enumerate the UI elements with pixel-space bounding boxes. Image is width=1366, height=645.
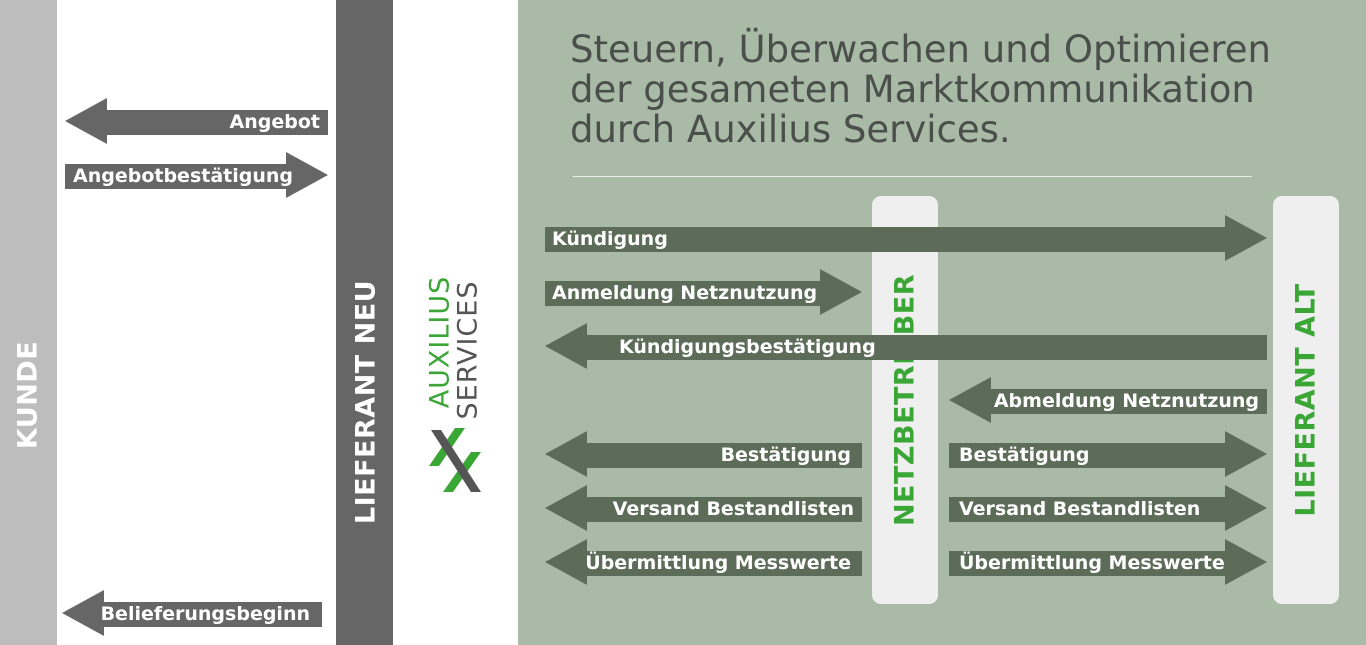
arrow-abmeldung-netznutzung: Abmeldung Netznutzung [949, 377, 1267, 423]
arrow-belieferungsbeginn-label: Belieferungsbeginn [100, 603, 310, 625]
arrow-angebot: Angebot [65, 98, 328, 144]
auxilius-logo-icon [429, 428, 481, 492]
arrow-versand-right: Versand Bestandlisten [949, 485, 1267, 531]
arrow-uebermittlung-right-label: Übermittlung Messwerte [959, 552, 1225, 574]
headline-line-3: durch Auxilius Services. [570, 108, 1011, 151]
netzbetreiber-column: NETZBETREIBER [872, 196, 938, 604]
headline-divider [573, 176, 1252, 177]
arrow-bestaetigung-left-label: Bestätigung [720, 444, 851, 466]
arrow-angebotbestaetigung-label: Angebotbestätigung [73, 165, 294, 187]
arrow-kuendigungsbestaetigung: Kündigungsbestätigung [545, 323, 1267, 369]
headline: Steuern, Überwachen und Optimieren der g… [570, 30, 1350, 150]
kunde-label: KUNDE [12, 340, 44, 450]
arrow-versand-left-label: Versand Bestandlisten [612, 498, 854, 520]
lieferant-alt-column: LIEFERANT ALT [1273, 196, 1339, 604]
logo-text-services: SERVICES [452, 280, 484, 420]
arrow-kuendigungsbestaetigung-label: Kündigungsbestätigung [619, 336, 876, 358]
logo-text-auxilius: AUXILIUS [424, 275, 456, 409]
arrow-kuendigung: Kündigung [545, 215, 1267, 261]
arrow-anmeldung-netznutzung-label: Anmeldung Netznutzung [552, 282, 818, 304]
arrow-angebot-label: Angebot [229, 111, 320, 133]
arrow-uebermittlung-left: Übermittlung Messwerte [545, 539, 862, 585]
headline-line-2: der gesameten Marktkommunikation [570, 68, 1255, 111]
green-panel [518, 0, 1366, 645]
netzbetreiber-label: NETZBETREIBER [889, 273, 921, 527]
headline-line-1: Steuern, Überwachen und Optimieren [570, 28, 1271, 71]
arrow-bestaetigung-right-label: Bestätigung [959, 444, 1090, 466]
lieferant-alt-label: LIEFERANT ALT [1290, 283, 1322, 517]
arrow-versand-left: Versand Bestandlisten [545, 485, 862, 531]
arrow-belieferungsbeginn: Belieferungsbeginn [62, 590, 322, 636]
arrow-angebotbestaetigung: Angebotbestätigung [65, 152, 328, 198]
arrow-uebermittlung-left-label: Übermittlung Messwerte [585, 552, 851, 574]
arrow-kuendigung-label: Kündigung [552, 228, 668, 250]
arrow-abmeldung-netznutzung-label: Abmeldung Netznutzung [993, 390, 1259, 412]
lieferant-neu-label: LIEFERANT NEU [350, 279, 382, 525]
arrow-bestaetigung-right: Bestätigung [949, 431, 1267, 477]
lieferant-neu-column: LIEFERANT NEU [336, 0, 393, 645]
arrow-uebermittlung-right: Übermittlung Messwerte [949, 539, 1267, 585]
auxilius-logo: AUXILIUS SERVICES [425, 276, 485, 500]
arrow-bestaetigung-left: Bestätigung [545, 431, 862, 477]
kunde-column: KUNDE [0, 0, 57, 645]
arrow-anmeldung-netznutzung: Anmeldung Netznutzung [545, 269, 862, 315]
arrow-versand-right-label: Versand Bestandlisten [959, 498, 1201, 520]
